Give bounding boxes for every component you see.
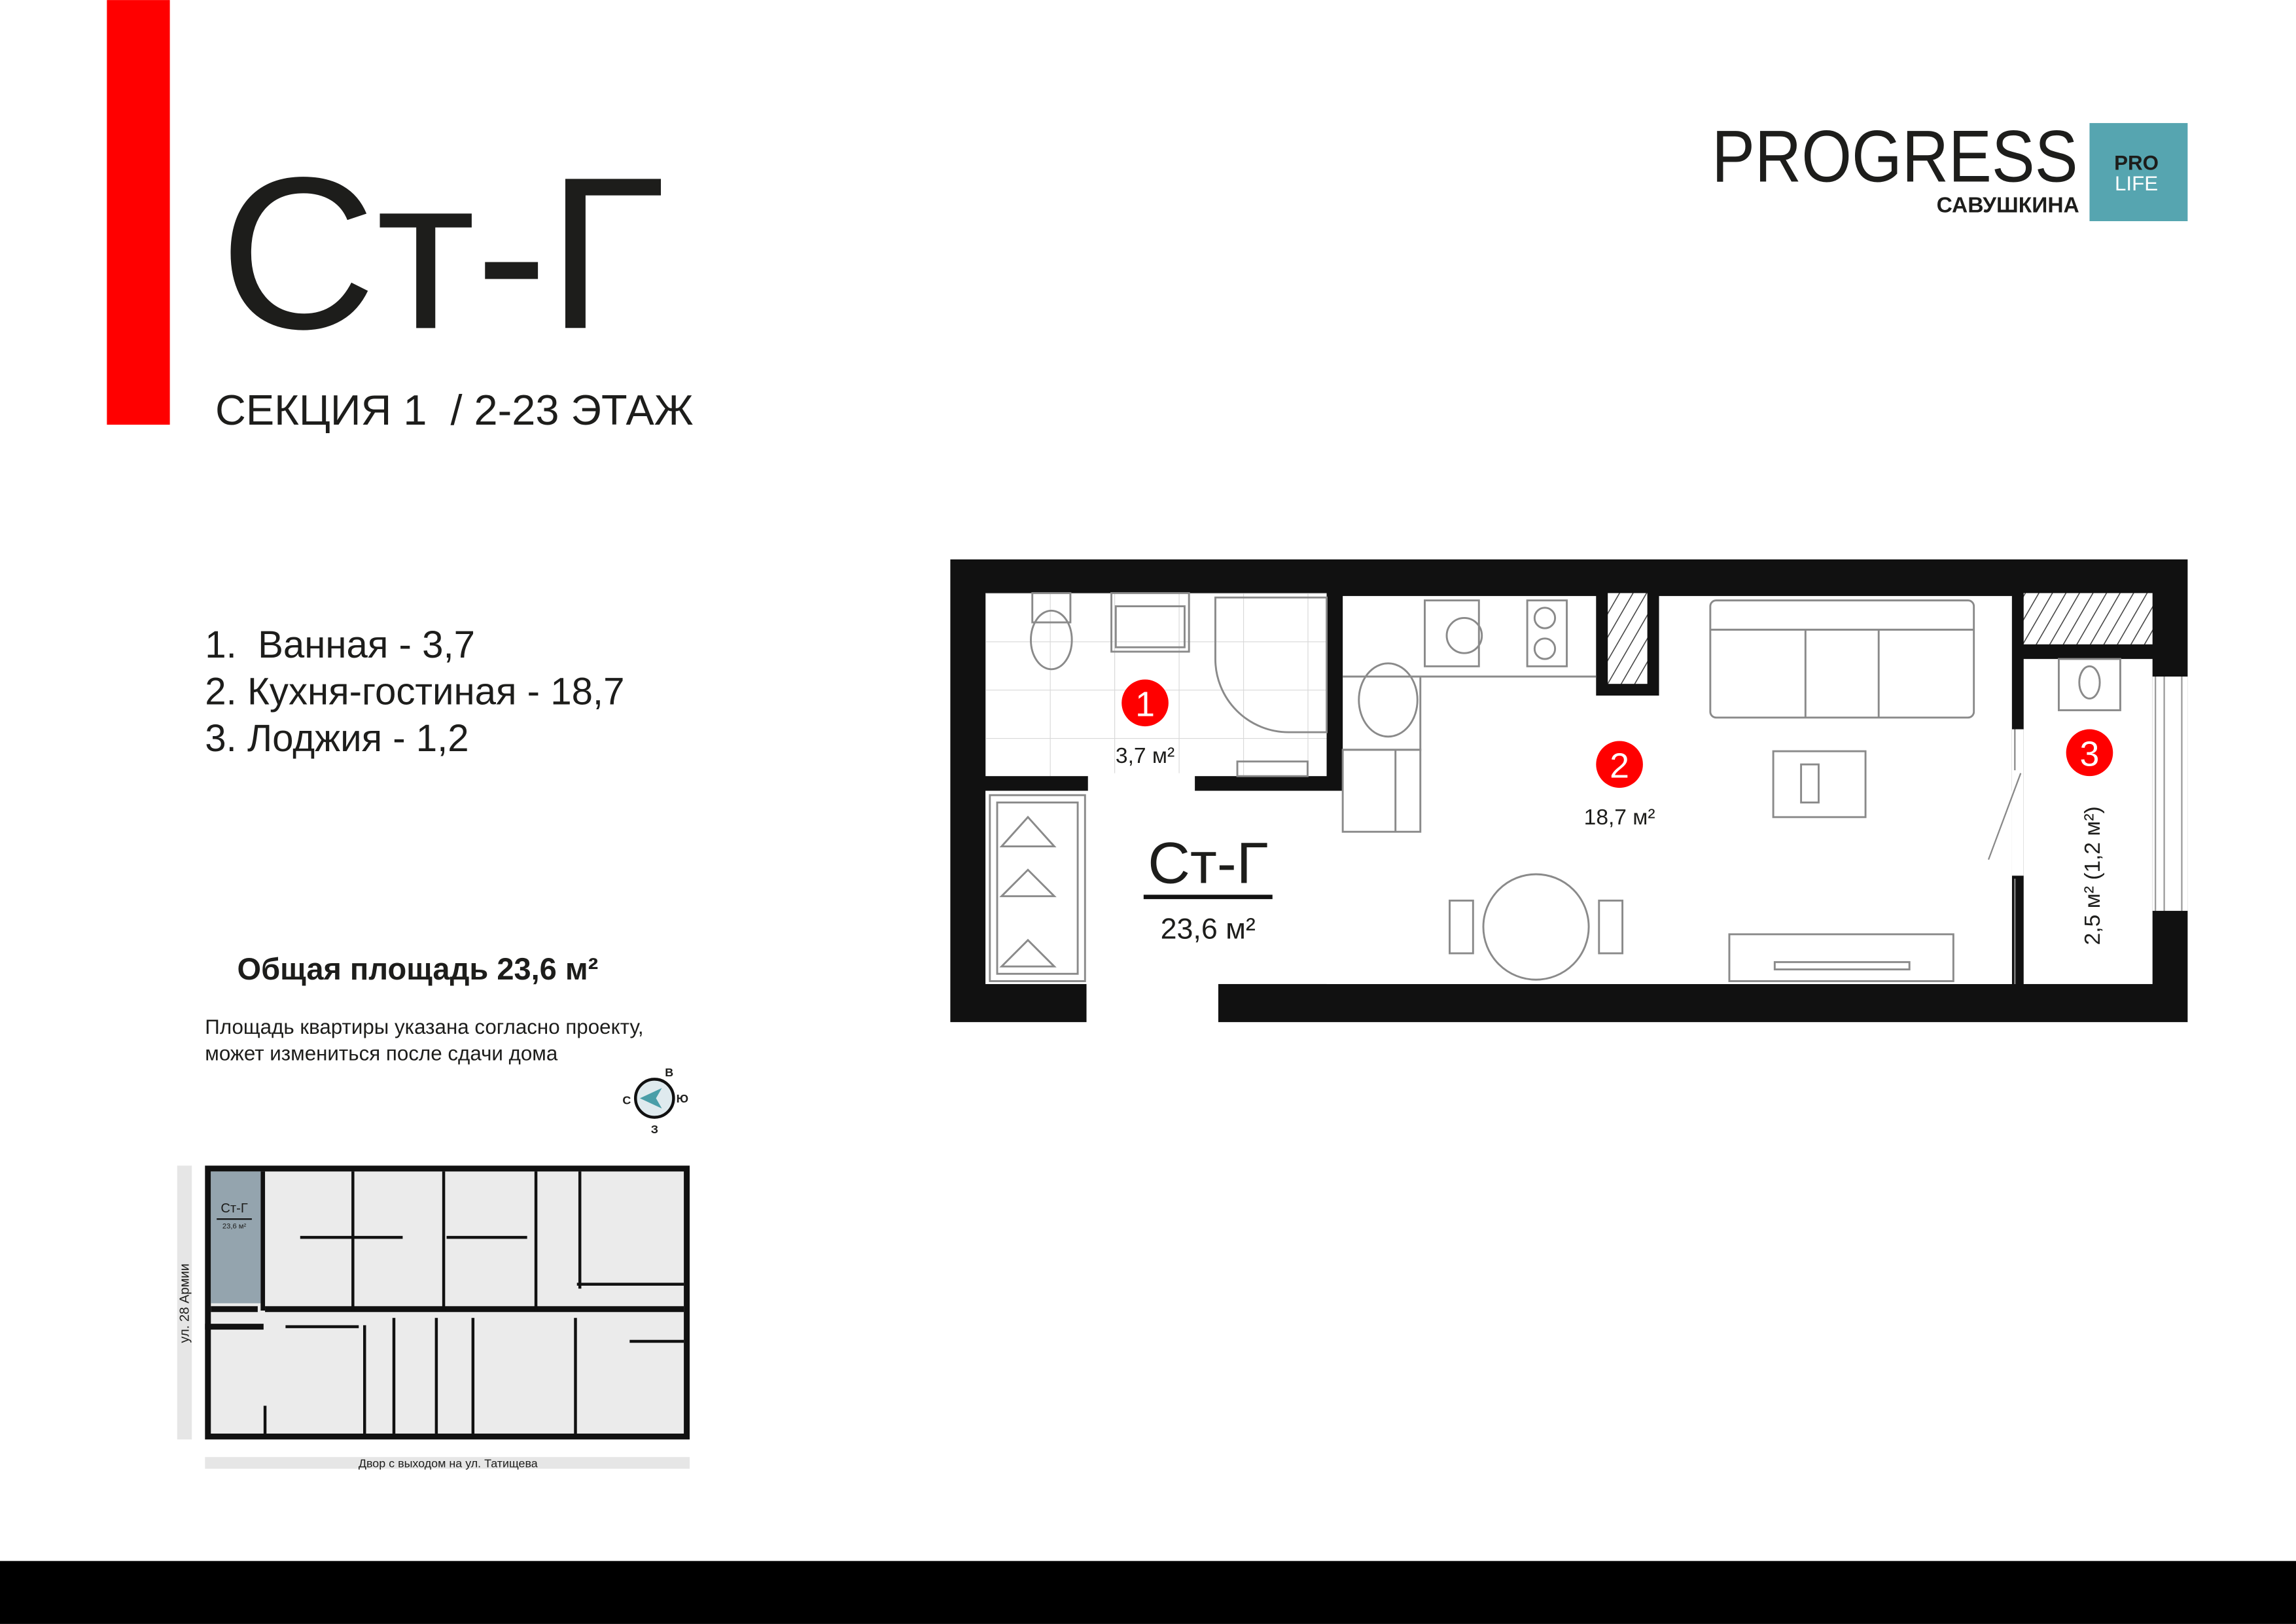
apartment-plan: 1 3,7 м² 2 18,7 м² 3 2,5 м² (1,2 м²) Ст-… xyxy=(950,559,2188,1025)
svg-text:С: С xyxy=(622,1093,631,1106)
highlighted-unit xyxy=(211,1171,261,1303)
svg-text:Ю: Ю xyxy=(677,1092,688,1105)
unit-name: Ст-Г xyxy=(1148,830,1268,896)
svg-text:PRO: PRO xyxy=(2114,152,2159,175)
svg-text:1: 1 xyxy=(1135,684,1155,724)
area-note: может измениться после сдачи дома xyxy=(205,1042,558,1065)
room-area: 18,7 м² xyxy=(1584,805,1655,830)
svg-text:2: 2 xyxy=(1610,746,1629,785)
room-list-item: 2. Кухня-гостиная - 18,7 xyxy=(205,671,624,713)
svg-text:САВУШКИНА: САВУШКИНА xyxy=(1937,194,2079,218)
room-area: 3,7 м² xyxy=(1116,744,1174,768)
svg-text:Двор с выходом на ул. Татищева: Двор с выходом на ул. Татищева xyxy=(359,1456,538,1470)
room-loggia xyxy=(2023,659,2153,984)
accent-bar xyxy=(107,0,170,425)
svg-text:ул. 28 Армии: ул. 28 Армии xyxy=(178,1263,192,1343)
room-list-item: 1. Ванная - 3,7 xyxy=(205,624,475,666)
svg-text:З: З xyxy=(651,1123,658,1136)
svg-text:3: 3 xyxy=(2080,735,2100,774)
room-list-item: 3. Лоджия - 1,2 xyxy=(205,717,468,760)
svg-text:В: В xyxy=(665,1066,673,1079)
page-title: Ст-Г xyxy=(220,132,665,374)
svg-text:23,6 м²: 23,6 м² xyxy=(222,1223,247,1231)
compass-icon: С В Ю З xyxy=(622,1066,688,1136)
footer-bar xyxy=(0,1561,2296,1624)
svg-text:PROGRESS: PROGRESS xyxy=(1712,116,2077,198)
section-floor-label: СЕКЦИЯ 1 / 2-23 ЭТАЖ xyxy=(215,386,694,434)
svg-text:Ст-Г: Ст-Г xyxy=(221,1201,247,1216)
svg-text:LIFE: LIFE xyxy=(2115,172,2158,195)
key-plan: ул. 28 Армии Ст-Г 23,6 м² Двор с выходом… xyxy=(177,1165,690,1470)
room-area: 2,5 м² (1,2 м²) xyxy=(2081,806,2105,945)
total-area: Общая площадь 23,6 м² xyxy=(238,951,599,986)
unit-area: 23,6 м² xyxy=(1161,913,1256,945)
logo: PROGRESS САВУШКИНА PRO LIFE xyxy=(1712,116,2188,222)
area-note: Площадь квартиры указана согласно проект… xyxy=(205,1015,643,1038)
